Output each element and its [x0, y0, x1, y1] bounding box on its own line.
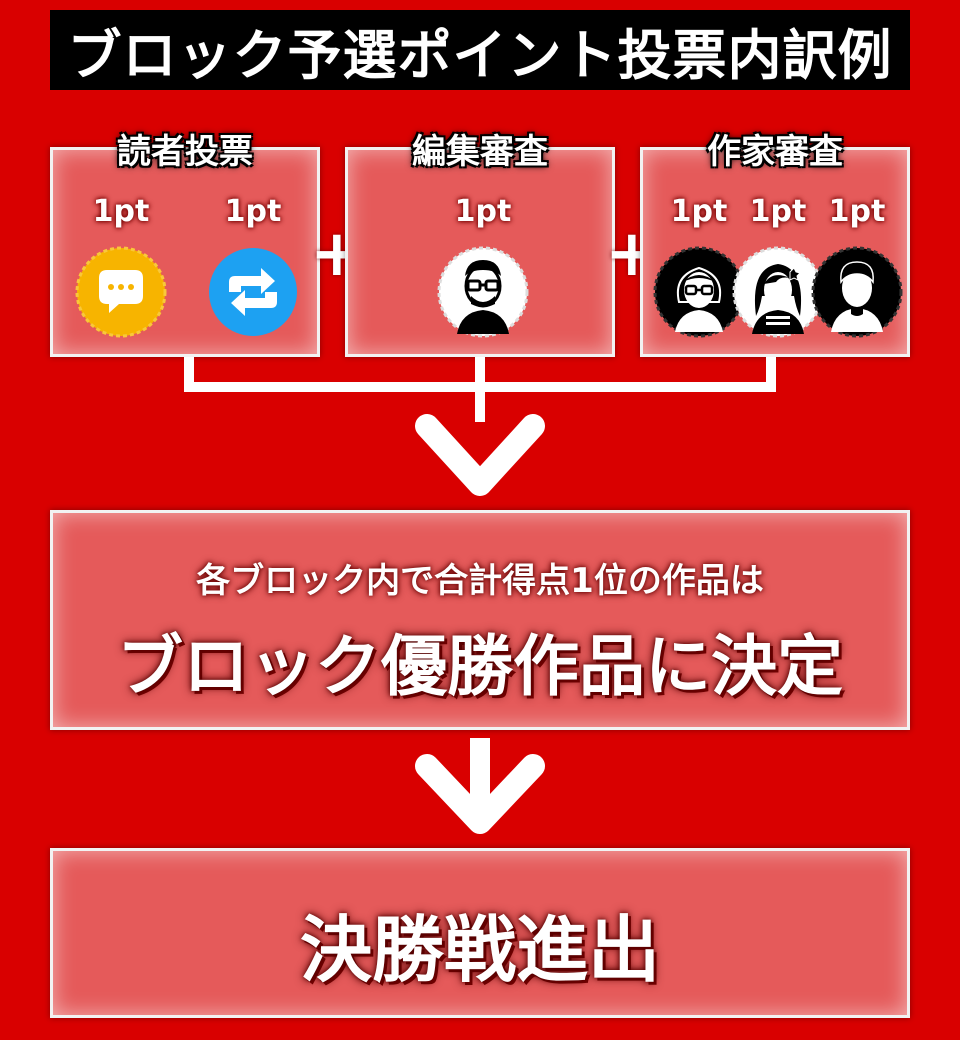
comment-bubble-icon [75, 246, 167, 338]
editor-review-label: 編集審査 [412, 132, 548, 172]
down-arrow-icon [415, 738, 545, 834]
final-card: 決勝戦進出 [50, 848, 910, 1018]
author3-points: 1pt [828, 194, 886, 229]
author-review-card: 作家審査 1pt 1pt 1pt [640, 132, 910, 357]
connector-line [184, 357, 194, 392]
result-subtext: 各ブロック内で合計得点1位の作品は [196, 561, 764, 601]
editor-avatar-icon [437, 246, 529, 338]
final-text: 決勝戦進出 [299, 908, 660, 992]
connector-line [475, 382, 485, 422]
author-avatar-silhouette-icon [811, 246, 903, 338]
reader-vote-label: 読者投票 [117, 132, 253, 172]
result-main-text: ブロック優勝作品に決定 [117, 628, 843, 705]
connector-line [475, 357, 485, 392]
reader-vote-card: 読者投票 1pt 1pt [50, 132, 320, 357]
editor-review-card: 編集審査 1pt [345, 132, 615, 357]
author2-points: 1pt [749, 194, 807, 229]
connector-line [766, 357, 776, 392]
down-arrow-icon [415, 414, 545, 496]
author-review-label: 作家審査 [707, 132, 843, 172]
reader-retweet-points: 1pt [224, 194, 282, 229]
reader-comment-points: 1pt [92, 194, 150, 229]
editor-points: 1pt [454, 194, 512, 229]
result-card: 各ブロック内で合計得点1位の作品は ブロック優勝作品に決定 [50, 510, 910, 730]
author-avatar-glasses-icon [653, 246, 745, 338]
author1-points: 1pt [670, 194, 728, 229]
page-title: ブロック予選ポイント投票内訳例 [50, 10, 910, 90]
retweet-icon [209, 248, 297, 336]
